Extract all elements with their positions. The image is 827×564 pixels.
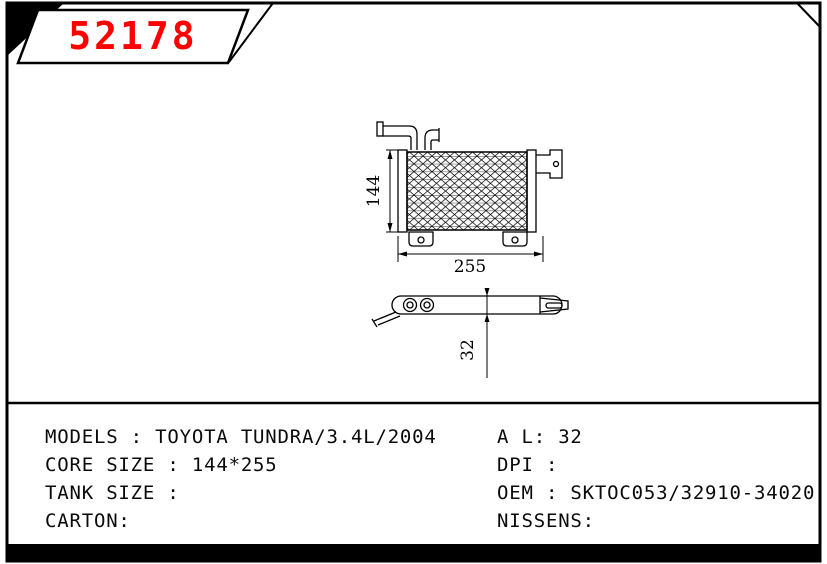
right-bracket [536, 149, 563, 179]
spec-models: MODELS : TOYOTA TUNDRA/3.4L/2004 [45, 426, 437, 448]
spec-carton: CARTON: [45, 510, 131, 532]
side-bracket [539, 297, 569, 313]
right-header-plate [526, 149, 537, 233]
spec-dpi: DPI : [497, 454, 559, 476]
left-header-plate [397, 149, 408, 233]
side-body [391, 295, 563, 315]
part-number: 52178 [68, 14, 198, 58]
spec-tank-size: TANK SIZE : [45, 482, 180, 504]
port-boss-2 [419, 297, 435, 313]
dimension-thickness [484, 288, 490, 378]
diagonal-accent-line [228, 2, 274, 63]
oil-cooler-side-view [371, 295, 569, 328]
spec-core-size: CORE SIZE : 144*255 [45, 454, 278, 476]
part-number-badge-shape [16, 8, 250, 65]
port-boss-1 [402, 297, 418, 313]
dim-label-32: 32 [458, 339, 478, 361]
right-foot [502, 231, 528, 247]
dimension-height [386, 149, 398, 233]
dim-label-144: 144 [364, 175, 384, 207]
left-foot [408, 231, 434, 247]
oil-cooler-front-view [376, 121, 563, 247]
spec-oem: OEM : SKTOC053/32910-34020 [497, 482, 816, 504]
inlet-pipe [383, 125, 418, 150]
bottom-black-bar [7, 544, 820, 561]
spec-nissens: NISSENS: [497, 510, 595, 532]
bracket-hole [552, 160, 560, 168]
spec-al: A L: 32 [497, 426, 583, 448]
left-foot-hole [417, 236, 425, 244]
side-pipe [373, 311, 397, 322]
corner-diagonal-line [796, 2, 821, 28]
side-bracket-slot [545, 302, 563, 309]
outer-border [5, 1, 822, 563]
dim-label-255: 255 [454, 257, 486, 277]
right-foot-hole [511, 236, 519, 244]
pipe-flange [376, 121, 384, 137]
outlet-pipe [424, 129, 439, 150]
dimension-width [397, 236, 544, 262]
